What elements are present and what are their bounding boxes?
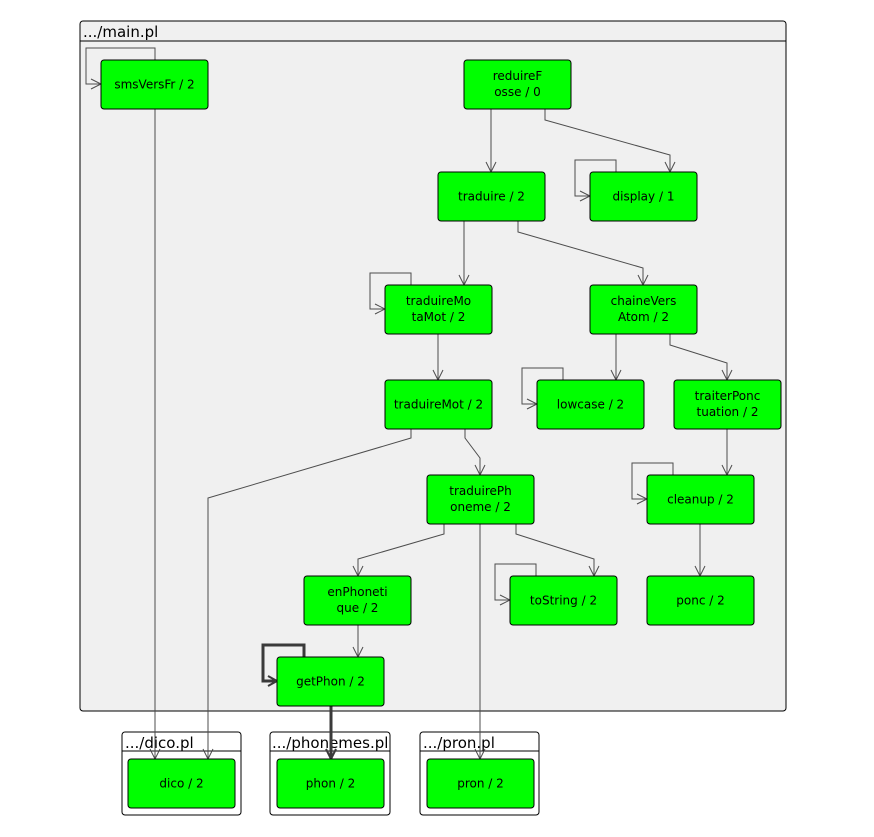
node-label-line1: enPhoneti bbox=[327, 585, 387, 599]
node-label-line2: osse / 0 bbox=[494, 85, 541, 99]
node-label-line2: tuation / 2 bbox=[697, 405, 759, 419]
node-reduireFosse[interactable]: reduireF osse / 0 bbox=[463, 59, 572, 110]
node-cleanup[interactable]: cleanup / 2 bbox=[646, 474, 755, 525]
node-traduireMot[interactable]: traduireMot / 2 bbox=[384, 379, 493, 430]
node-label: toString / 2 bbox=[530, 594, 597, 608]
node-label: ponc / 2 bbox=[676, 594, 724, 608]
node-traduirePhoneme[interactable]: traduirePh oneme / 2 bbox=[426, 474, 535, 525]
node-label-line2: oneme / 2 bbox=[450, 500, 511, 514]
node-dico[interactable]: dico / 2 bbox=[127, 758, 236, 809]
node-label: lowcase / 2 bbox=[557, 398, 624, 412]
node-ponc[interactable]: ponc / 2 bbox=[646, 575, 755, 626]
node-label: smsVersFr / 2 bbox=[114, 78, 194, 92]
node-label: cleanup / 2 bbox=[667, 493, 734, 507]
node-label: pron / 2 bbox=[457, 777, 504, 791]
node-label-line1: traduirePh bbox=[449, 484, 511, 498]
node-label: getPhon / 2 bbox=[296, 675, 365, 689]
node-traduire[interactable]: traduire / 2 bbox=[437, 171, 546, 222]
package-title-pron: .../pron.pl bbox=[423, 734, 495, 752]
node-label-line2: taMot / 2 bbox=[412, 310, 466, 324]
node-label: traduire / 2 bbox=[458, 190, 525, 204]
node-label: traduireMot / 2 bbox=[394, 398, 483, 412]
node-getPhon[interactable]: getPhon / 2 bbox=[276, 656, 385, 707]
node-display[interactable]: display / 1 bbox=[589, 171, 698, 222]
node-label-line2: Atom / 2 bbox=[618, 310, 669, 324]
node-traiterPonctuation[interactable]: traiterPonc tuation / 2 bbox=[673, 379, 782, 430]
node-traduireMotaMot[interactable]: traduireMo taMot / 2 bbox=[384, 284, 493, 335]
node-label-line2: que / 2 bbox=[337, 601, 379, 615]
package-title-main: .../main.pl bbox=[83, 23, 158, 41]
node-toString[interactable]: toString / 2 bbox=[509, 575, 618, 626]
node-lowcase[interactable]: lowcase / 2 bbox=[536, 379, 645, 430]
node-pron[interactable]: pron / 2 bbox=[426, 758, 535, 809]
node-label: phon / 2 bbox=[306, 777, 355, 791]
node-phon[interactable]: phon / 2 bbox=[276, 758, 385, 809]
node-enPhonetique[interactable]: enPhoneti que / 2 bbox=[303, 575, 412, 626]
node-smsVersFr[interactable]: smsVersFr / 2 bbox=[100, 59, 209, 110]
node-label-line1: reduireF bbox=[493, 69, 543, 83]
node-label: display / 1 bbox=[613, 190, 675, 204]
node-label-line1: traiterPonc bbox=[695, 389, 761, 403]
node-label: dico / 2 bbox=[159, 777, 203, 791]
package-title-dico: .../dico.pl bbox=[125, 734, 194, 752]
node-chaineVersAtom[interactable]: chaineVers Atom / 2 bbox=[589, 284, 698, 335]
node-label-line1: traduireMo bbox=[406, 294, 471, 308]
node-label-line1: chaineVers bbox=[611, 294, 677, 308]
